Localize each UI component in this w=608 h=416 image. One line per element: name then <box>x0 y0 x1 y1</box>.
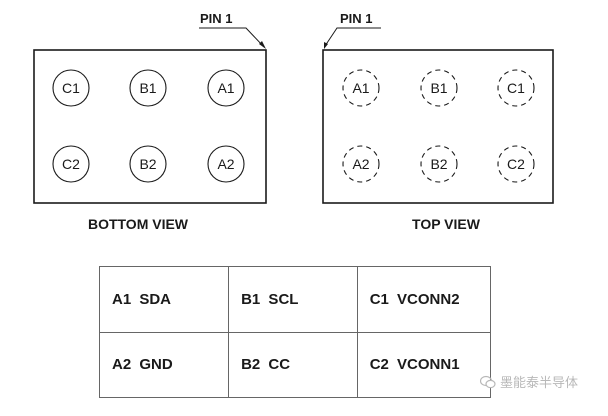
bottom-view-ball-C2: C2 <box>52 145 90 183</box>
bottom-view-ball-B2: B2 <box>129 145 167 183</box>
bottom-view-ball-C1: C1 <box>52 69 90 107</box>
svg-text:C1: C1 <box>62 80 80 96</box>
top-view-pin1-leader <box>324 27 381 47</box>
pin-assignment-table: A1 SDA B1 SCL C1 VCONN2 A2 GND B2 CC C2 … <box>98 266 492 398</box>
top-view-package-outline <box>322 49 554 204</box>
top-view-ball-A2: A2 <box>342 145 380 183</box>
svg-text:A1: A1 <box>217 80 234 96</box>
top-view-ball-B2: B2 <box>420 145 458 183</box>
table-cell-c2: C2 VCONN1 <box>356 331 492 398</box>
svg-text:A2: A2 <box>352 156 369 172</box>
svg-text:B1: B1 <box>430 80 447 96</box>
bottom-view-package-outline <box>33 49 267 204</box>
bottom-view: PIN 1 C1 B1 A1 C2 B2 A2 BOTTOM VIEW <box>33 11 267 232</box>
bottom-view-ball-A1: A1 <box>207 69 245 107</box>
table-row: A1 SDA B1 SCL C1 VCONN2 <box>98 266 492 333</box>
table-cell-b2: B2 CC <box>228 331 358 398</box>
bottom-view-pin1-label: PIN 1 <box>200 11 233 26</box>
watermark: 墨能泰半导体 <box>479 372 578 391</box>
top-view-ball-A1: A1 <box>342 69 380 107</box>
svg-text:A2: A2 <box>217 156 234 172</box>
svg-text:A1: A1 <box>352 80 369 96</box>
svg-text:B2: B2 <box>139 156 156 172</box>
bottom-view-ball-B1: B1 <box>129 69 167 107</box>
top-view-ball-B1: B1 <box>420 69 458 107</box>
top-view: PIN 1 A1 B1 C1 A2 B2 C2 TOP VIEW <box>322 11 554 232</box>
bottom-view-ball-A2: A2 <box>207 145 245 183</box>
top-view-label: TOP VIEW <box>412 216 481 232</box>
svg-text:C1: C1 <box>507 80 525 96</box>
table-cell-c1: C1 VCONN2 <box>356 266 492 333</box>
table-row: A2 GND B2 CC C2 VCONN1 <box>98 331 492 398</box>
table-cell-a2: A2 GND <box>98 331 230 398</box>
top-view-ball-C2: C2 <box>497 145 535 183</box>
wechat-icon <box>479 375 496 389</box>
svg-text:B2: B2 <box>430 156 447 172</box>
svg-text:C2: C2 <box>507 156 525 172</box>
table-cell-b1: B1 SCL <box>228 266 358 333</box>
top-view-ball-C1: C1 <box>497 69 535 107</box>
svg-text:B1: B1 <box>139 80 156 96</box>
top-view-pin1-arrow <box>324 42 328 49</box>
watermark-text: 墨能泰半导体 <box>499 376 578 391</box>
svg-text:C2: C2 <box>62 156 80 172</box>
top-view-pin1-label: PIN 1 <box>340 11 373 26</box>
bottom-view-pin1-leader <box>199 27 265 48</box>
bottom-view-label: BOTTOM VIEW <box>88 216 189 232</box>
table-cell-a1: A1 SDA <box>98 266 230 333</box>
bottom-view-pin1-arrow <box>259 41 266 49</box>
